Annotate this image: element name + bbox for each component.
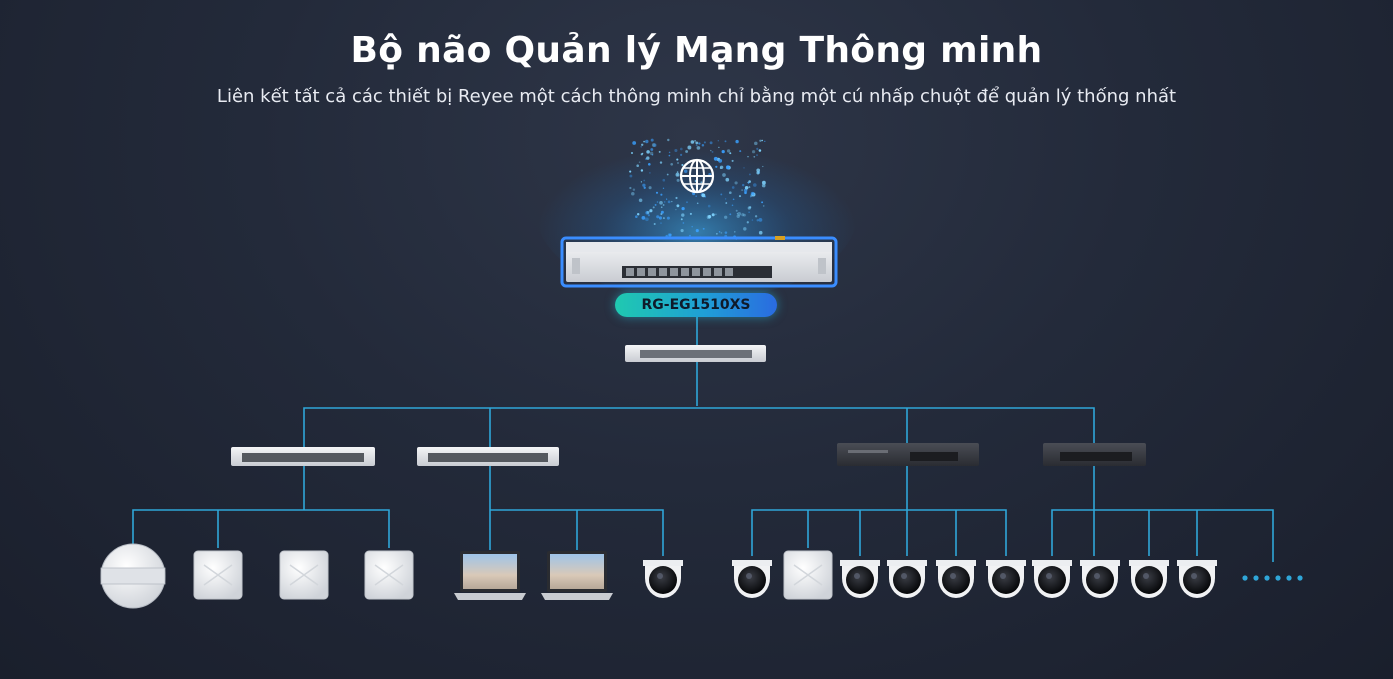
more-devices-indicator [1242,575,1303,581]
page-title: Bộ não Quản lý Mạng Thông minh [350,30,1043,71]
globe-icon [679,158,715,194]
dome-camera[interactable] [1129,560,1169,598]
dome-camera[interactable] [986,560,1026,598]
data-stream-particles [629,138,766,240]
laptop[interactable] [541,551,613,600]
dome-camera[interactable] [1080,560,1120,598]
ceiling-access-point[interactable] [364,550,414,600]
ceiling-access-point[interactable] [193,550,243,600]
outdoor-access-point[interactable] [100,543,166,609]
dome-camera[interactable] [643,560,683,598]
desktop-switch-4[interactable] [1043,443,1146,466]
ceiling-access-point[interactable] [783,550,833,600]
dome-camera[interactable] [840,560,880,598]
laptop[interactable] [454,551,526,600]
access-switch-2[interactable] [417,447,559,466]
access-switch-1[interactable] [231,447,375,466]
dome-camera[interactable] [1177,560,1217,598]
page-subtitle: Liên kết tất cả các thiết bị Reyee một c… [216,86,1177,107]
ceiling-access-point[interactable] [279,550,329,600]
dome-camera[interactable] [1032,560,1072,598]
gateway-model-badge: RG-EG1510XS [615,293,777,317]
dome-camera[interactable] [732,560,772,598]
dome-camera[interactable] [936,560,976,598]
poe-switch-3[interactable] [837,443,979,466]
core-switch[interactable] [625,345,766,362]
gateway-router[interactable] [560,236,838,288]
dome-camera[interactable] [887,560,927,598]
